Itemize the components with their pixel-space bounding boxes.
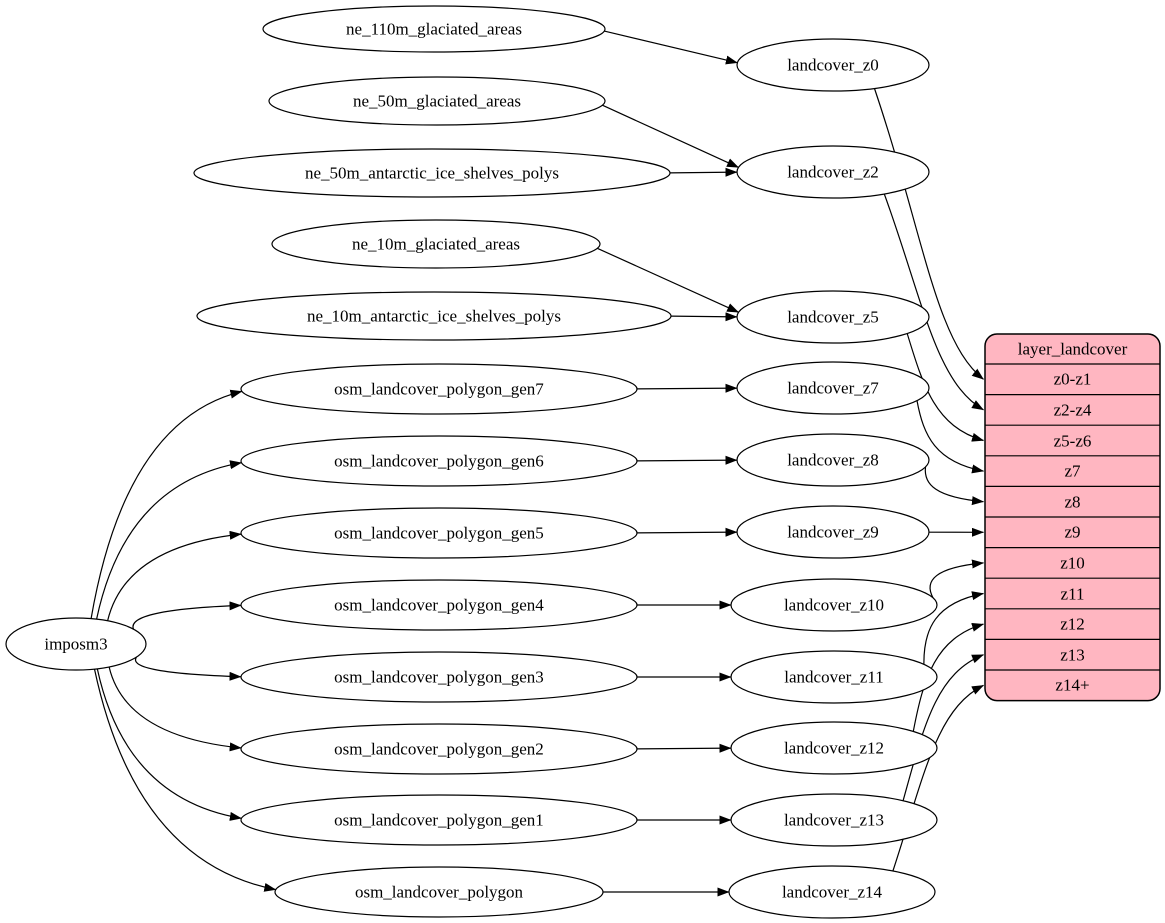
- edge-landcover-z2-to-row-z2-z4: [883, 193, 984, 411]
- node-label-ne-50m-antarctic-ice-shelves-polys: ne_50m_antarctic_ice_shelves_polys: [305, 163, 559, 183]
- node-osm-landcover-polygon-gen6: [240, 435, 638, 487]
- record-row-z11: z11: [1060, 584, 1085, 603]
- edge-ne-50m-glaciated-areas-to-landcover-z2: [602, 104, 739, 168]
- node-landcover-z13: [730, 793, 938, 847]
- node-label-imposm3: imposm3: [44, 634, 108, 654]
- node-landcover-z7: [736, 361, 930, 415]
- node-osm-landcover-polygon-gen5: [240, 507, 638, 559]
- edge-osm-landcover-polygon-gen5-to-landcover-z9: [636, 527, 738, 537]
- record-row-z10: z10: [1060, 553, 1085, 573]
- record-row-z0-z1: z0-z1: [1053, 369, 1092, 389]
- edge-imposm3-to-osm-landcover-polygon-gen3: [134, 656, 242, 681]
- node-landcover-z5: [736, 290, 930, 344]
- node-label-landcover-z14: landcover_z14: [781, 882, 883, 902]
- node-label-landcover-z10: landcover_z10: [783, 595, 885, 615]
- edge-landcover-z5-to-row-z5-z6: [906, 333, 984, 442]
- node-osm-landcover-polygon-gen7: [240, 363, 638, 415]
- node-osm-landcover-polygon-gen1: [240, 794, 638, 846]
- edge-osm-landcover-polygon-gen2-to-landcover-z12: [636, 743, 732, 753]
- node-label-landcover-z0: landcover_z0: [787, 55, 879, 75]
- node-osm-landcover-polygon-gen4: [240, 579, 638, 631]
- node-imposm3: [5, 617, 147, 671]
- edge-ne-50m-antarctic-ice-shelves-polys-to-landcover-z2: [669, 167, 738, 177]
- edge-imposm3-to-osm-landcover-polygon-gen2: [108, 666, 242, 752]
- edge-landcover-z13-to-row-z13: [902, 654, 984, 801]
- node-label-landcover-z9: landcover_z9: [787, 522, 879, 542]
- record-row-z8: z8: [1064, 492, 1081, 512]
- node-label-osm-landcover-polygon-gen1: osm_landcover_polygon_gen1: [334, 810, 544, 830]
- node-label-ne-50m-glaciated-areas: ne_50m_glaciated_areas: [352, 91, 522, 111]
- edge-landcover-z12-to-row-z12: [912, 623, 984, 732]
- node-osm-landcover-polygon-gen2: [240, 723, 638, 775]
- node-layer: [5, 5, 1161, 919]
- node-label-landcover-z13: landcover_z13: [783, 810, 885, 830]
- edge-imposm3-to-osm-landcover-polygon-gen7: [90, 389, 243, 619]
- edge-landcover-z0-to-row-z0-z1: [873, 88, 984, 380]
- edge-imposm3-to-osm-landcover-polygon-gen6: [96, 460, 242, 620]
- node-label-osm-landcover-polygon-gen3: osm_landcover_polygon_gen3: [334, 667, 544, 687]
- node-label-ne-110m-glaciated-areas: ne_110m_glaciated_areas: [346, 19, 522, 39]
- node-landcover-z12: [730, 721, 938, 775]
- edge-imposm3-to-osm-landcover-polygon: [93, 668, 277, 892]
- record-row-z13: z13: [1060, 645, 1085, 665]
- record-row-z7: z7: [1064, 461, 1081, 481]
- node-label-landcover-z7: landcover_z7: [787, 378, 879, 398]
- node-landcover-z10: [730, 578, 938, 632]
- edge-osm-landcover-polygon-gen7-to-landcover-z7: [636, 383, 738, 393]
- node-osm-landcover-polygon-gen3: [240, 651, 638, 703]
- node-label-osm-landcover-polygon: osm_landcover_polygon: [354, 882, 524, 902]
- record-row-z14plus: z14+: [1055, 675, 1090, 695]
- edge-imposm3-to-osm-landcover-polygon-gen5: [107, 530, 242, 621]
- node-label-landcover-z2: landcover_z2: [787, 162, 879, 182]
- edge-imposm3-to-osm-landcover-polygon-gen1: [96, 668, 242, 821]
- node-label-ne-10m-antarctic-ice-shelves-polys: ne_10m_antarctic_ice_shelves_polys: [307, 306, 561, 326]
- node-label-landcover-z11: landcover_z11: [784, 667, 884, 687]
- node-label-osm-landcover-polygon-gen5: osm_landcover_polygon_gen5: [334, 523, 544, 543]
- edge-ne-10m-antarctic-ice-shelves-polys-to-landcover-z5: [670, 312, 738, 322]
- node-landcover-z14: [728, 865, 936, 919]
- record-row-z9: z9: [1064, 522, 1081, 542]
- record-row-z2-z4: z2-z4: [1053, 400, 1092, 420]
- edge-ne-10m-glaciated-areas-to-landcover-z5: [597, 247, 740, 313]
- edge-landcover-z8-to-row-z8: [924, 466, 984, 506]
- edge-osm-landcover-polygon-gen6-to-landcover-z8: [636, 455, 738, 465]
- edge-layer: [90, 30, 984, 897]
- node-label-osm-landcover-polygon-gen7: osm_landcover_polygon_gen7: [334, 379, 544, 399]
- node-label-osm-landcover-polygon-gen4: osm_landcover_polygon_gen4: [334, 595, 544, 615]
- edge-landcover-z14-to-row-z14plus: [892, 684, 984, 872]
- edge-landcover-z10-to-row-z10: [929, 559, 984, 599]
- node-label-ne-10m-glaciated-areas: ne_10m_glaciated_areas: [351, 234, 521, 254]
- node-ne-50m-antarctic-ice-shelves-polys: [193, 148, 671, 198]
- node-landcover-z11: [730, 650, 938, 704]
- edge-imposm3-to-osm-landcover-polygon-gen4: [132, 601, 242, 630]
- node-ne-110m-glaciated-areas: [262, 5, 606, 53]
- node-label-landcover-z5: landcover_z5: [787, 307, 879, 327]
- node-landcover-z0: [736, 38, 930, 92]
- node-ne-50m-glaciated-areas: [268, 76, 606, 126]
- record-title: layer_landcover: [1017, 339, 1128, 359]
- edge-landcover-z7-to-row-z7: [916, 400, 984, 474]
- node-label-landcover-z12: landcover_z12: [783, 738, 885, 758]
- node-label-osm-landcover-polygon-gen2: osm_landcover_polygon_gen2: [334, 739, 544, 759]
- node-osm-landcover-polygon: [274, 866, 604, 918]
- record-row-z5-z6: z5-z6: [1053, 431, 1092, 450]
- node-landcover-z9: [736, 505, 930, 559]
- record-row-z12: z12: [1060, 614, 1085, 634]
- node-label-landcover-z8: landcover_z8: [787, 450, 879, 470]
- node-ne-10m-antarctic-ice-shelves-polys: [196, 291, 672, 341]
- edge-ne-110m-glaciated-areas-to-landcover-z0: [604, 30, 738, 65]
- node-label-osm-landcover-polygon-gen6: osm_landcover_polygon_gen6: [334, 451, 544, 471]
- node-ne-10m-glaciated-areas: [271, 219, 601, 269]
- edge-landcover-z11-to-row-z11: [923, 591, 984, 665]
- node-landcover-z2: [736, 145, 930, 199]
- node-landcover-z8: [736, 433, 930, 487]
